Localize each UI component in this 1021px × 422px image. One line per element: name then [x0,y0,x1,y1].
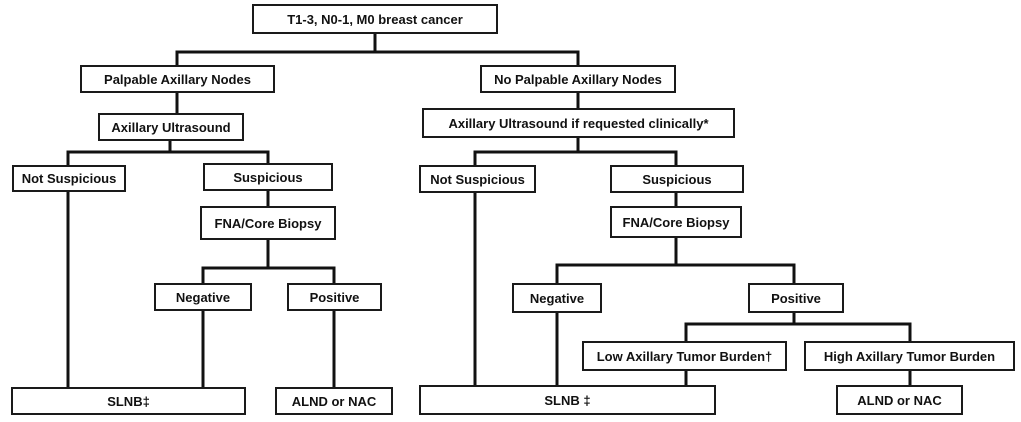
right-not-suspicious-box: Not Suspicious [419,165,536,193]
right-slnb-box: SLNB ‡ [419,385,716,415]
left-not-suspicious-box: Not Suspicious [12,165,126,192]
left-slnb-box: SLNB‡ [11,387,246,415]
high-tumor-burden-box: High Axillary Tumor Burden [804,341,1015,371]
right-biopsy-box: FNA/Core Biopsy [610,206,742,238]
right-negative-box: Negative [512,283,602,313]
right-suspicious-box: Suspicious [610,165,744,193]
ultrasound-if-requested-box: Axillary Ultrasound if requested clinica… [422,108,735,138]
right-alnd-box: ALND or NAC [836,385,963,415]
left-alnd-box: ALND or NAC [275,387,393,415]
left-negative-box: Negative [154,283,252,311]
right-positive-box: Positive [748,283,844,313]
no-palpable-nodes-box: No Palpable Axillary Nodes [480,65,676,93]
left-biopsy-box: FNA/Core Biopsy [200,206,336,240]
left-positive-box: Positive [287,283,382,311]
axillary-ultrasound-box: Axillary Ultrasound [98,113,244,141]
title-box: T1-3, N0-1, M0 breast cancer [252,4,498,34]
low-tumor-burden-box: Low Axillary Tumor Burden† [582,341,787,371]
left-suspicious-box: Suspicious [203,163,333,191]
palpable-nodes-box: Palpable Axillary Nodes [80,65,275,93]
